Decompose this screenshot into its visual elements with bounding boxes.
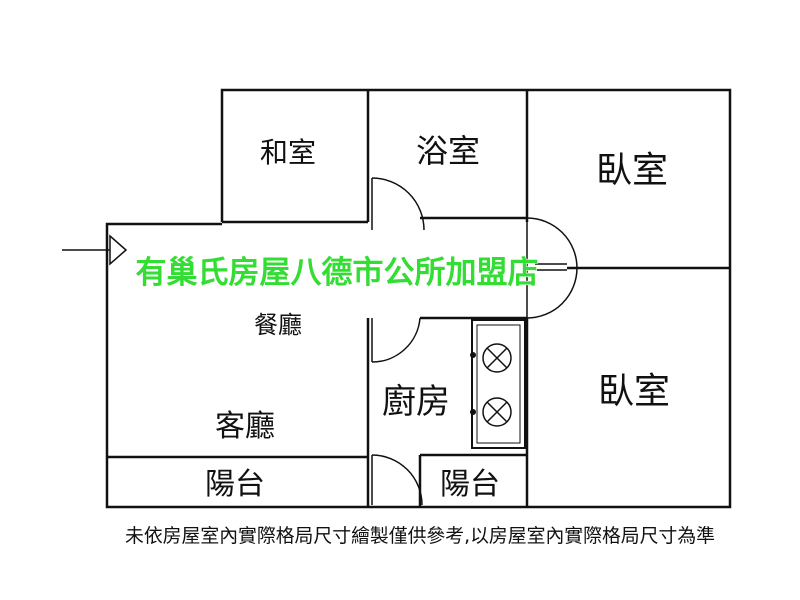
door-balcony <box>371 454 423 506</box>
room-label-kitchen: 廚房 <box>382 382 450 422</box>
room-label-bedroom-top: 臥室 <box>596 150 668 191</box>
room-label-bathroom: 浴室 <box>416 132 480 170</box>
room-label-dining: 餐廳 <box>254 311 302 339</box>
door-kitchen <box>371 317 421 363</box>
stove-burner-icon <box>470 319 526 449</box>
door-bathroom <box>371 177 425 231</box>
disclaimer-note: 未依房屋室內實際格局尺寸繪製僅供參考,以房屋室內實際格局尺寸為準 <box>125 525 715 547</box>
room-label-balcony-right: 陽台 <box>440 467 500 502</box>
room-label-washitsu: 和室 <box>260 136 316 169</box>
room-label-living: 客廳 <box>215 409 275 444</box>
walls <box>105 88 732 509</box>
room-label-bedroom-bottom: 臥室 <box>598 371 670 412</box>
door-bedroom-top <box>526 217 578 319</box>
agency-banner: 有巢氏房屋八德市公所加盟店 <box>136 255 539 291</box>
entrance-arrow-icon <box>62 234 128 266</box>
room-label-balcony-left: 陽台 <box>205 467 265 502</box>
